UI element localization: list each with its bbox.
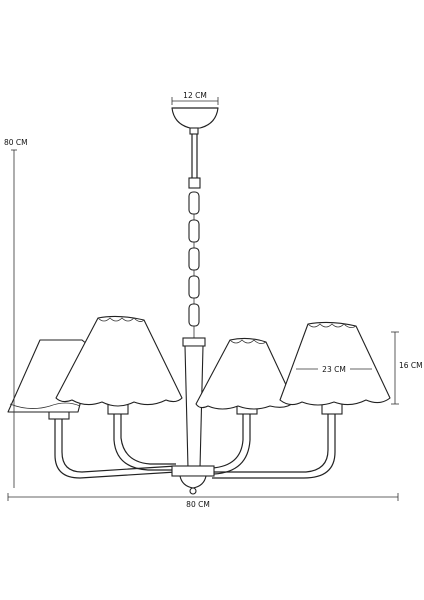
ceiling-canopy: [171, 107, 219, 135]
shade-height-dimension: 16 CM: [391, 331, 423, 405]
total-width-label: 80 CM: [186, 500, 210, 509]
lamp-shade-inner-left: [55, 315, 183, 407]
lamp-shade-inner-right: [195, 337, 295, 410]
suspension-rod: [188, 134, 201, 189]
total-height-label: 80 CM: [4, 138, 28, 147]
chandelier-arms: [54, 412, 336, 495]
suspension-chain: [188, 191, 200, 338]
total-width-dimension: 80 CM: [7, 493, 399, 509]
total-height-dimension: 80 CM: [4, 138, 28, 488]
lamp-shade-far-right: [279, 321, 391, 406]
canopy-width-label: 12 CM: [183, 91, 207, 100]
shade-height-label: 16 CM: [399, 361, 423, 370]
shade-width-dimension: 23 CM: [296, 365, 372, 374]
canopy-dimension: 12 CM: [171, 91, 219, 105]
shade-width-label: 23 CM: [322, 365, 346, 374]
